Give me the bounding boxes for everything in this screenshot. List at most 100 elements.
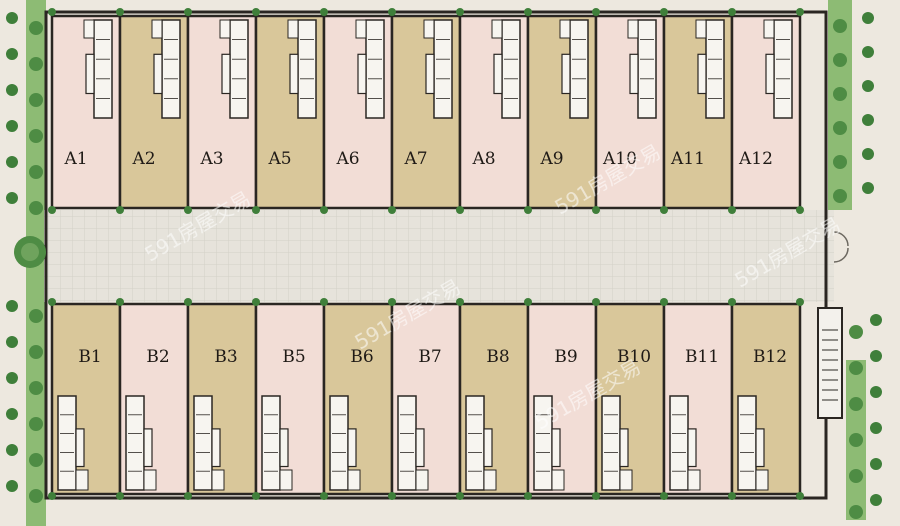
unit-label: B7 <box>418 347 441 367</box>
shrub <box>29 201 43 215</box>
shrub <box>29 381 43 395</box>
stair-core <box>637 19 657 119</box>
shrub <box>833 121 847 135</box>
utility-box <box>83 19 95 39</box>
stair-core <box>125 395 145 491</box>
utility-box <box>75 469 89 491</box>
column-marker <box>116 492 124 500</box>
column-marker <box>728 206 736 214</box>
shrub <box>849 505 863 519</box>
stair-landing <box>561 53 571 95</box>
shrub <box>29 129 43 143</box>
stair-core <box>433 19 453 119</box>
stair-landing <box>153 53 163 95</box>
building-outline <box>44 10 828 500</box>
shrub <box>870 494 882 506</box>
column-marker <box>796 492 804 500</box>
shrub <box>870 458 882 470</box>
column-marker <box>252 298 260 306</box>
shrub <box>29 489 43 503</box>
utility-box <box>551 469 565 491</box>
stair-core <box>397 395 417 491</box>
tree-canopy <box>21 243 39 261</box>
stair-landing <box>211 428 221 468</box>
shrub <box>29 417 43 431</box>
column-marker <box>48 298 56 306</box>
utility-box <box>695 19 707 39</box>
column-marker <box>320 298 328 306</box>
stair-core <box>773 19 793 119</box>
shrub <box>833 87 847 101</box>
shrub <box>6 156 18 168</box>
unit-label: A5 <box>267 149 291 169</box>
column-marker <box>252 206 260 214</box>
stair-core <box>297 19 317 119</box>
column-marker <box>116 206 124 214</box>
stair-landing <box>85 53 95 95</box>
utility-box <box>423 19 435 39</box>
stair-core <box>261 395 281 491</box>
central-courtyard <box>44 210 834 302</box>
stair-block <box>817 307 843 419</box>
stair-core <box>501 19 521 119</box>
column-marker <box>184 8 192 16</box>
unit-label: B11 <box>685 347 719 367</box>
utility-box <box>151 19 163 39</box>
column-marker <box>456 8 464 16</box>
column-marker <box>796 206 804 214</box>
stair-landing <box>697 53 707 95</box>
column-marker <box>456 298 464 306</box>
shrub <box>862 46 874 58</box>
unit-label: B10 <box>617 347 651 367</box>
right-lawn <box>828 0 852 210</box>
stair-landing <box>619 428 629 468</box>
stair-core <box>161 19 181 119</box>
stair-lines <box>822 329 838 401</box>
utility-box <box>347 469 361 491</box>
unit-label: A12 <box>738 149 773 169</box>
utility-box <box>491 19 503 39</box>
unit-label: A1 <box>63 149 87 169</box>
column-marker <box>524 206 532 214</box>
unit-label: A10 <box>602 149 637 169</box>
stair-core <box>193 395 213 491</box>
utility-box <box>619 469 633 491</box>
shrub <box>6 300 18 312</box>
shrub <box>862 80 874 92</box>
column-marker <box>592 206 600 214</box>
stair-core <box>737 395 757 491</box>
column-marker <box>48 206 56 214</box>
shrub <box>833 19 847 33</box>
utility-box <box>279 469 293 491</box>
shrub <box>6 372 18 384</box>
stair-landing <box>765 53 775 95</box>
unit-label: B8 <box>486 347 509 367</box>
column-marker <box>456 206 464 214</box>
column-marker <box>456 492 464 500</box>
shrub <box>849 325 863 339</box>
shrub <box>833 189 847 203</box>
utility-box <box>483 469 497 491</box>
shrub <box>6 12 18 24</box>
utility-box <box>763 19 775 39</box>
utility-box <box>559 19 571 39</box>
column-marker <box>116 8 124 16</box>
stair-landing <box>279 428 289 468</box>
column-marker <box>728 298 736 306</box>
column-marker <box>48 8 56 16</box>
stair-landing <box>221 53 231 95</box>
shrub <box>29 309 43 323</box>
stair-landing <box>425 53 435 95</box>
column-marker <box>660 298 668 306</box>
shrub <box>833 155 847 169</box>
shrub <box>29 93 43 107</box>
stair-core <box>705 19 725 119</box>
shrub <box>29 57 43 71</box>
column-marker <box>388 492 396 500</box>
shrub <box>6 48 18 60</box>
shrub <box>29 453 43 467</box>
shrub <box>6 84 18 96</box>
shrub <box>862 182 874 194</box>
utility-box <box>287 19 299 39</box>
unit-label: A3 <box>199 149 223 169</box>
